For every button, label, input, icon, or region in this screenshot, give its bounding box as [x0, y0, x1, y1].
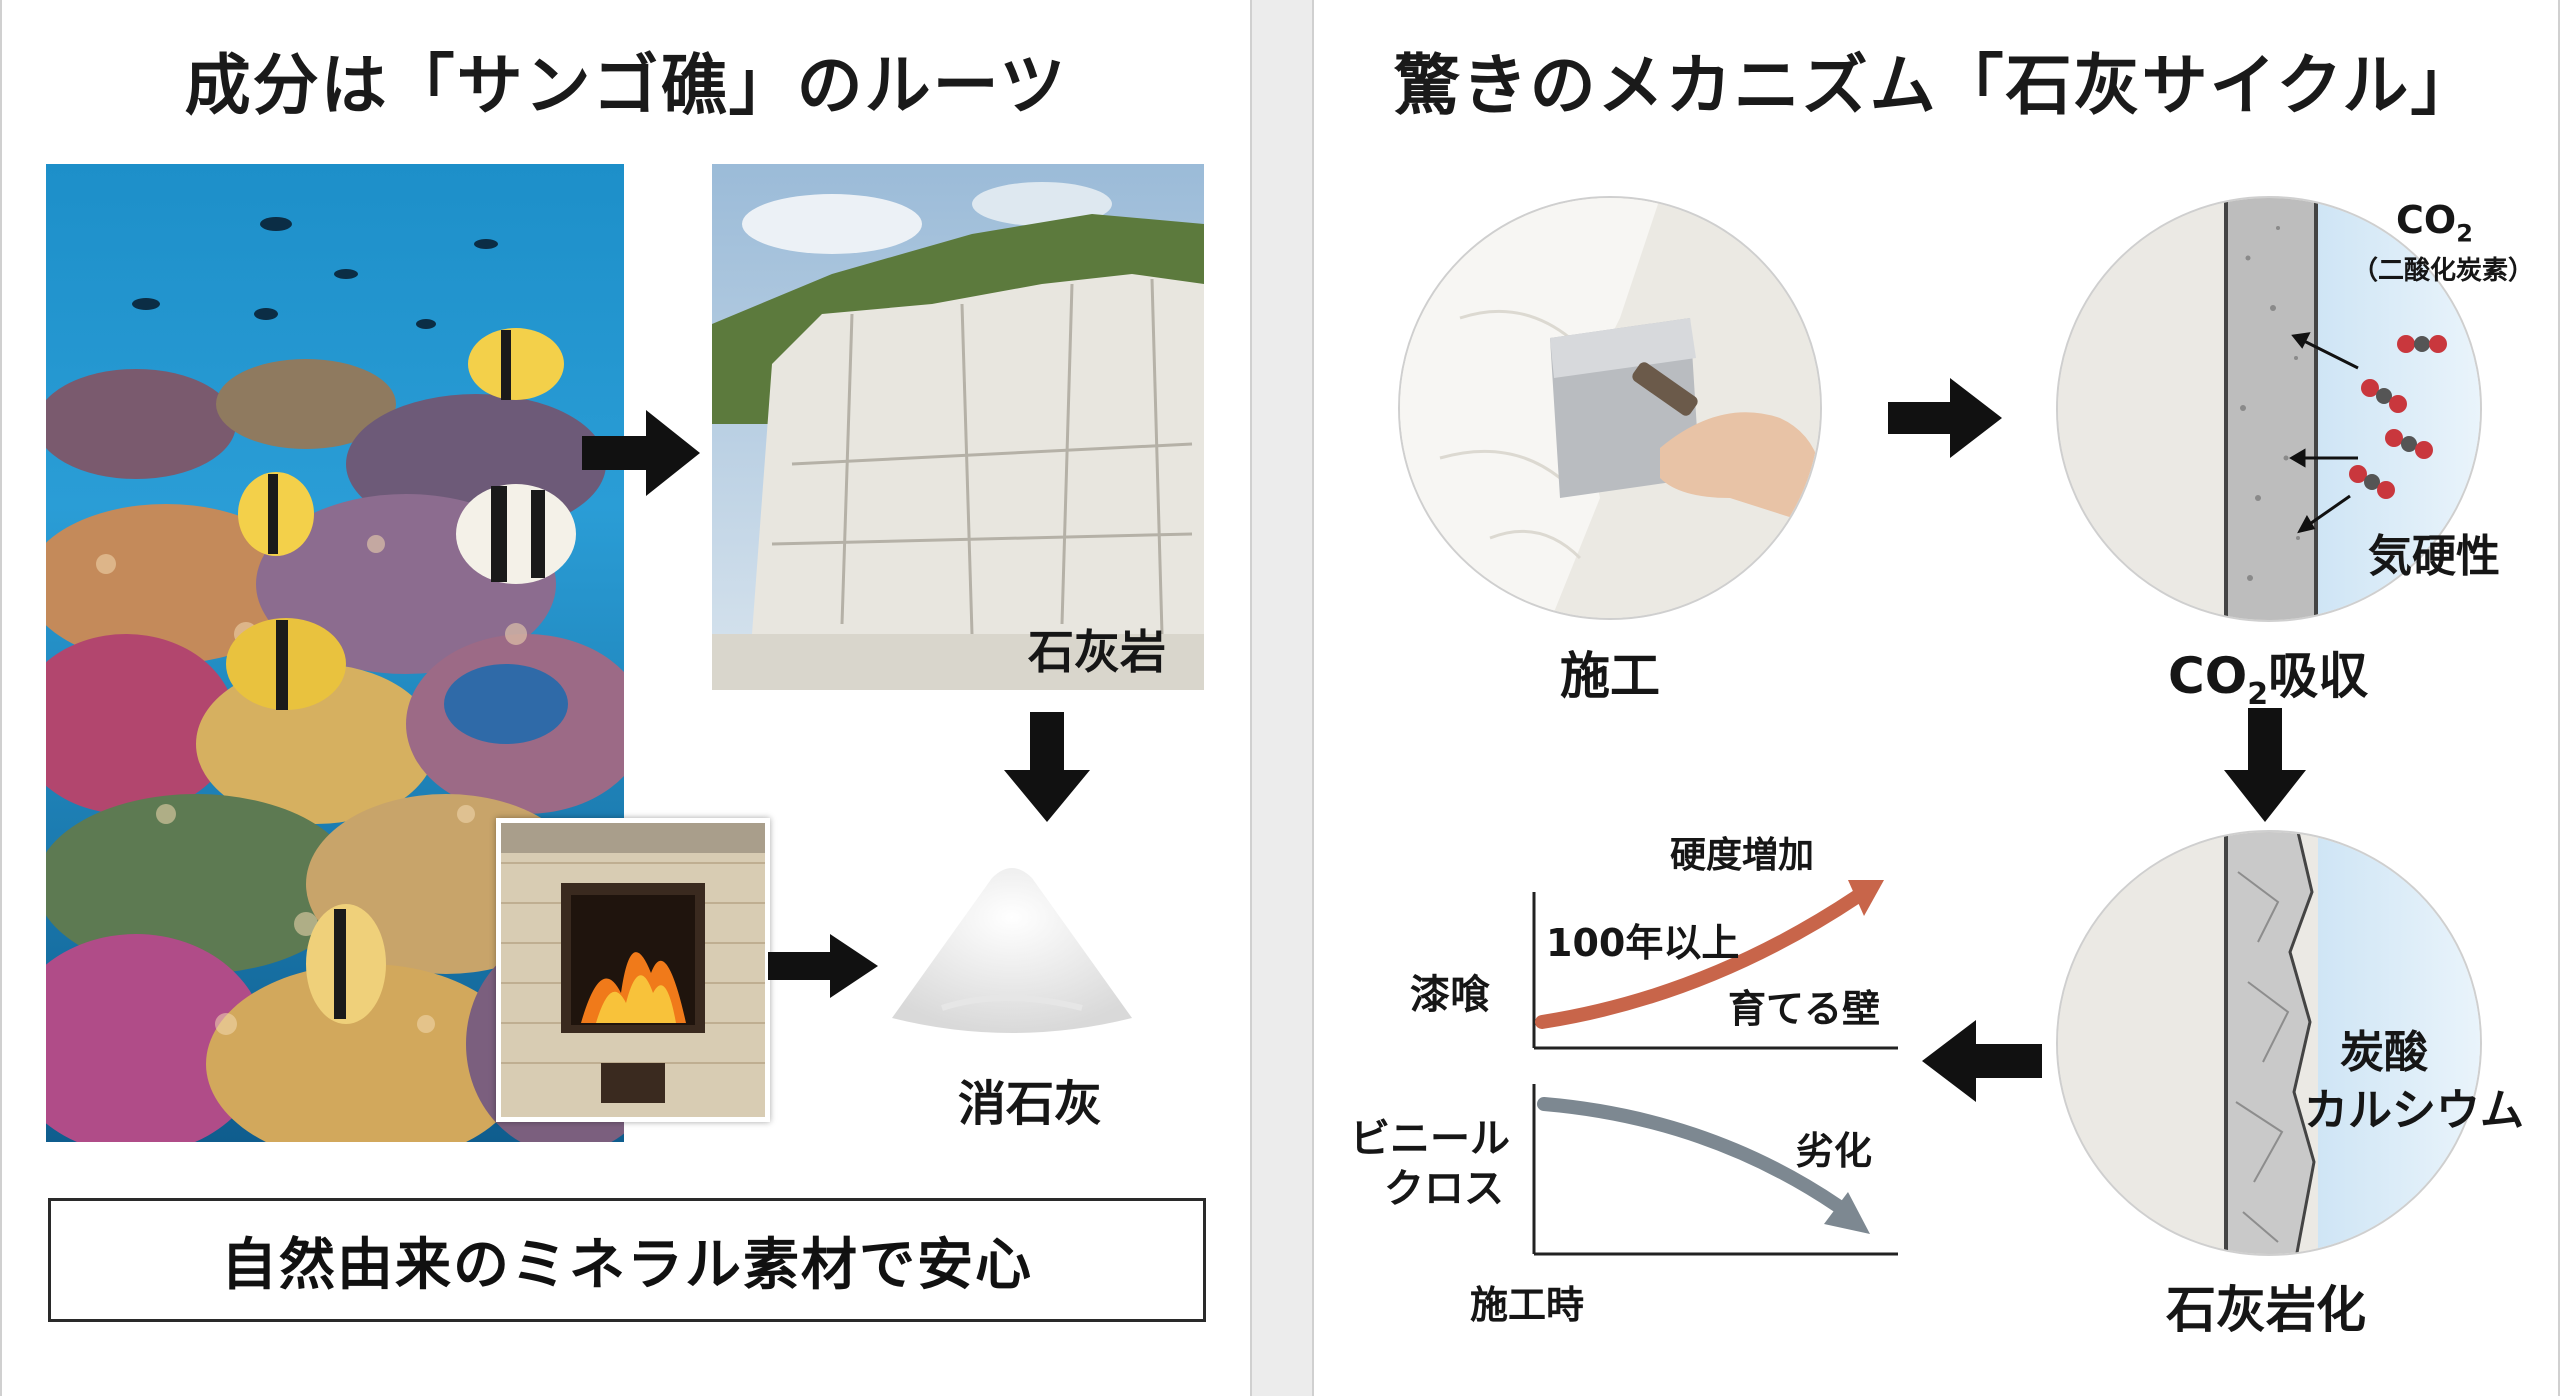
slaked-lime-powder-image	[892, 868, 1132, 1033]
years-label: 100年以上	[1546, 921, 1740, 965]
coral-origin-panel: 成分は「サンゴ礁」のルーツ	[0, 0, 1252, 1396]
co2-name: （二酸化炭素）	[2352, 256, 2535, 286]
vinyl-label-line2: クロス	[1384, 1166, 1504, 1212]
arrow-down-icon	[2224, 708, 2306, 822]
durability-comparison-graph	[1532, 880, 1898, 1256]
arrow-down-icon	[1004, 712, 1090, 822]
arrow-right-icon	[768, 934, 878, 998]
left-panel-title: 成分は「サンゴ礁」のルーツ	[184, 47, 1068, 124]
right-panel-title: 驚きのメカニズム「石灰サイクル」	[1393, 47, 2479, 124]
co2-absorption-circle	[2056, 196, 2482, 622]
limestone-label: 石灰岩	[1028, 625, 1166, 679]
lime-cycle-panel: 驚きのメカニズム「石灰サイクル」 施工	[1312, 0, 2560, 1396]
arrow-right-icon	[582, 410, 700, 496]
calcium-carbonate-label-line1: 炭酸	[2340, 1027, 2428, 1078]
vinyl-label-line1: ビニール	[1350, 1116, 1510, 1162]
footer-box: 自然由来のミネラル素材で安心	[48, 1198, 1206, 1322]
step-petrify-label: 石灰岩化	[2166, 1281, 2366, 1339]
graph-x-label: 施工時	[1470, 1283, 1585, 1327]
slaked-lime-label: 消石灰	[958, 1076, 1103, 1132]
deterioration-label: 劣化	[1796, 1129, 1873, 1173]
calcium-carbonate-label-line2: カルシウム	[2304, 1085, 2524, 1136]
plaster-label: 漆喰	[1410, 972, 1490, 1018]
application-circle	[1398, 196, 1822, 620]
growing-wall-label: 育てる壁	[1728, 987, 1881, 1031]
step-apply-label: 施工	[1560, 647, 1660, 705]
co2-formula: CO2	[2396, 198, 2473, 248]
step-co2-absorb-label: CO2吸収	[2168, 647, 2369, 712]
hardness-increase-label: 硬度増加	[1670, 835, 1815, 876]
limestone-cliff-photo	[712, 164, 1204, 690]
arrow-left-icon	[1922, 1020, 2042, 1102]
arrow-right-icon	[1888, 378, 2002, 458]
kiln-photo	[496, 818, 770, 1122]
footer-text: 自然由来のミネラル素材で安心	[221, 1232, 1033, 1298]
air-hardening-label: 気硬性	[2368, 531, 2500, 582]
